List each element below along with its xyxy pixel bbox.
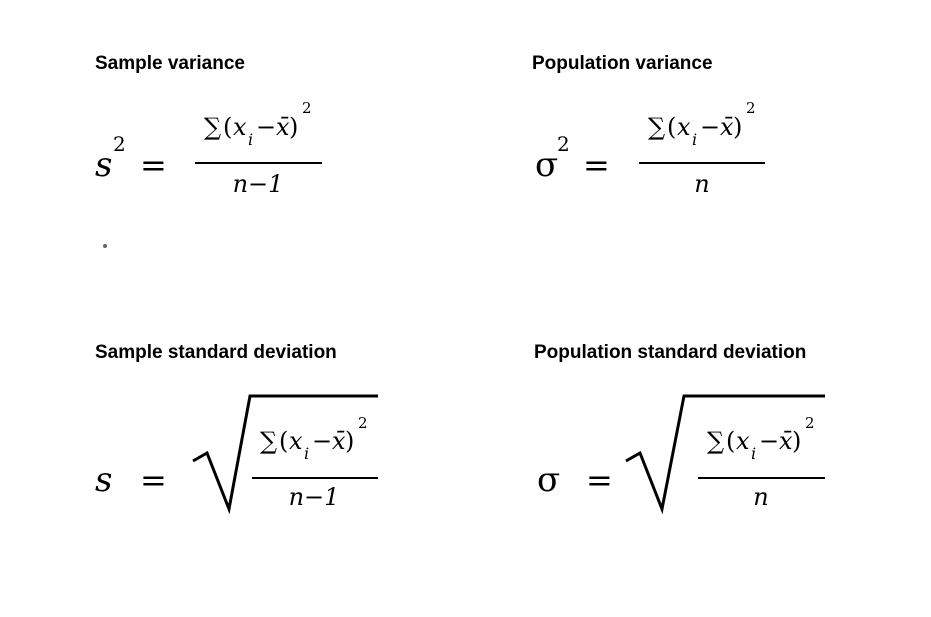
i-subscript: i xyxy=(751,444,756,463)
x-bar-symbol: x̄ xyxy=(720,113,734,141)
stray-dot xyxy=(103,244,107,248)
x-symbol: x xyxy=(289,427,303,455)
squared-exponent: 2 xyxy=(302,99,312,117)
sum-symbol: ∑ xyxy=(648,113,665,141)
minus-sign: − xyxy=(700,113,720,141)
sum-symbol: ∑ xyxy=(707,427,724,455)
equals-sign: = xyxy=(140,461,167,499)
radical-sign xyxy=(192,394,378,515)
i-subscript: i xyxy=(248,130,253,149)
open-paren: ( xyxy=(667,113,676,141)
x-symbol: x xyxy=(736,427,750,455)
population-sd-heading: Population standard deviation xyxy=(534,342,807,363)
x-symbol: x xyxy=(233,113,247,141)
open-paren: ( xyxy=(279,427,288,455)
sum-symbol: ∑ xyxy=(204,113,221,141)
sigma-symbol: σ xyxy=(535,145,558,185)
s-symbol: s xyxy=(95,460,112,500)
sigma-symbol: σ xyxy=(537,460,560,500)
i-subscript: i xyxy=(692,130,697,149)
n-minus-1-denominator: n−1 xyxy=(289,483,340,511)
x-symbol: x xyxy=(677,113,691,141)
squared-exponent: 2 xyxy=(805,414,815,432)
close-paren: ) xyxy=(733,113,742,141)
equals-sign: = xyxy=(140,146,167,184)
radical-sign xyxy=(625,394,825,515)
squared-exponent: 2 xyxy=(557,132,570,156)
minus-sign: − xyxy=(256,113,276,141)
equals-sign: = xyxy=(586,461,613,499)
equals-sign: = xyxy=(583,146,610,184)
open-paren: ( xyxy=(726,427,735,455)
population-variance-heading: Population variance xyxy=(532,53,713,74)
n-denominator: n xyxy=(753,483,768,511)
close-paren: ) xyxy=(345,427,354,455)
x-bar-symbol: x̄ xyxy=(332,427,346,455)
n-minus-1-denominator: n−1 xyxy=(233,170,284,198)
squared-exponent: 2 xyxy=(746,99,756,117)
i-subscript: i xyxy=(304,444,309,463)
minus-sign: − xyxy=(312,427,332,455)
open-paren: ( xyxy=(223,113,232,141)
n-denominator: n xyxy=(694,170,709,198)
sample-sd-heading: Sample standard deviation xyxy=(95,342,337,363)
s-symbol: s xyxy=(95,145,112,185)
squared-exponent: 2 xyxy=(113,132,126,156)
sum-symbol: ∑ xyxy=(260,427,277,455)
close-paren: ) xyxy=(792,427,801,455)
close-paren: ) xyxy=(289,113,298,141)
minus-sign: − xyxy=(759,427,779,455)
squared-exponent: 2 xyxy=(358,414,368,432)
x-bar-symbol: x̄ xyxy=(276,113,290,141)
sample-variance-heading: Sample variance xyxy=(95,53,245,74)
x-bar-symbol: x̄ xyxy=(779,427,793,455)
